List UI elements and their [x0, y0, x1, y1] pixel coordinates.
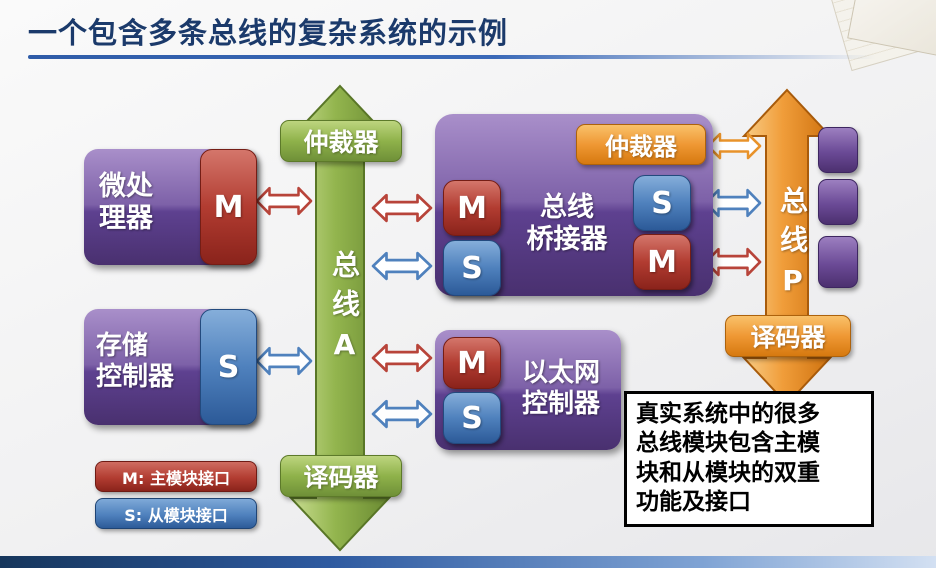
ethernet-port-s: S — [443, 392, 501, 444]
memory-controller-label: 存储 控制器 — [96, 331, 175, 393]
legend-master-badge: M: 主模块接口 — [95, 461, 257, 492]
conn-arrow-busa-ethernet-m — [371, 342, 433, 374]
memory-controller-port-s: S — [200, 309, 257, 425]
note-box: 真实系统中的很多 总线模块包含主模 块和从模块的双重 功能及接口 — [624, 391, 874, 527]
bus-bridge-label: 总线 桥接器 — [526, 192, 608, 256]
microprocessor-label: 微处 理器 — [99, 171, 153, 235]
legend-slave-badge: S: 从模块接口 — [95, 498, 257, 529]
memory-controller-box: 存储 控制器 S — [84, 309, 257, 425]
peripheral-module-3 — [818, 236, 858, 288]
bus-a-label: 总线A — [328, 250, 361, 372]
conn-arrow-arbiter-busp — [706, 131, 762, 161]
bottom-accent-bar — [0, 556, 936, 568]
bus-a-decoder-label: 译码器 — [280, 455, 402, 497]
bridge-left-port-s: S — [443, 240, 501, 296]
corner-sketch-decoration — [776, 0, 936, 80]
bus-bridge-box: 仲裁器 总线 桥接器 M S S M — [435, 114, 713, 296]
bridge-arbiter-label: 仲裁器 — [576, 124, 706, 165]
conn-arrow-busa-ethernet-s — [371, 398, 433, 430]
conn-arrow-busa-bridge-m — [371, 192, 433, 224]
page-title: 一个包含多条总线的复杂系统的示例 — [28, 16, 509, 50]
ethernet-controller-label: 以太网 控制器 — [521, 358, 600, 420]
conn-arrow-microprocessor-busa — [255, 185, 313, 217]
peripheral-module-1 — [818, 127, 858, 173]
title-underline — [28, 55, 876, 59]
ethernet-controller-box: M S 以太网 控制器 — [435, 330, 621, 450]
conn-arrow-busa-bridge-s — [371, 250, 433, 282]
bridge-right-port-s: S — [633, 175, 691, 231]
microprocessor-port-m: M — [200, 149, 257, 265]
bridge-right-port-m: M — [633, 234, 691, 290]
bus-p-label: 总线P — [776, 186, 809, 308]
peripheral-module-2 — [818, 179, 858, 225]
bus-p-decoder-label: 译码器 — [725, 315, 851, 357]
microprocessor-box: 微处 理器 M — [84, 149, 257, 265]
conn-arrow-memory-busa — [255, 345, 313, 377]
bridge-left-port-m: M — [443, 180, 501, 236]
ethernet-port-m: M — [443, 337, 501, 389]
bus-a-arbiter-label: 仲裁器 — [280, 120, 402, 162]
